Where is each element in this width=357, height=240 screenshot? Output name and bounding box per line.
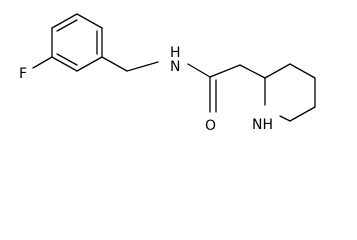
c-f-bond	[32, 56, 53, 69]
ring-bond	[279, 115, 291, 122]
piperidine-ring	[264, 63, 316, 122]
benzene-ring	[51, 13, 103, 72]
oxygen-label: O	[205, 118, 216, 134]
amide-n-label: N	[170, 59, 180, 75]
ring-bond	[76, 56, 103, 72]
aryl-ch2-bond	[101, 56, 128, 72]
double-bond-inner	[56, 19, 78, 32]
ch2-n-bond	[126, 61, 159, 72]
ring-bond	[264, 63, 291, 79]
fluorine-label: F	[19, 66, 27, 82]
double-bond-inner	[56, 53, 78, 66]
structure-diagram: F N H O NH	[19, 13, 316, 134]
amide-h-label: H	[170, 45, 181, 61]
ch2-ring-bond	[239, 64, 266, 79]
n-carbonyl-bond	[187, 63, 211, 78]
carbonyl-ch2-bond	[209, 64, 241, 78]
ring-bond	[76, 13, 103, 29]
ring-bond	[289, 106, 316, 122]
ring-bond	[51, 13, 78, 29]
ring-bond	[289, 63, 316, 79]
ring-bond	[51, 56, 78, 72]
ring-nh-label: NH	[252, 117, 273, 133]
